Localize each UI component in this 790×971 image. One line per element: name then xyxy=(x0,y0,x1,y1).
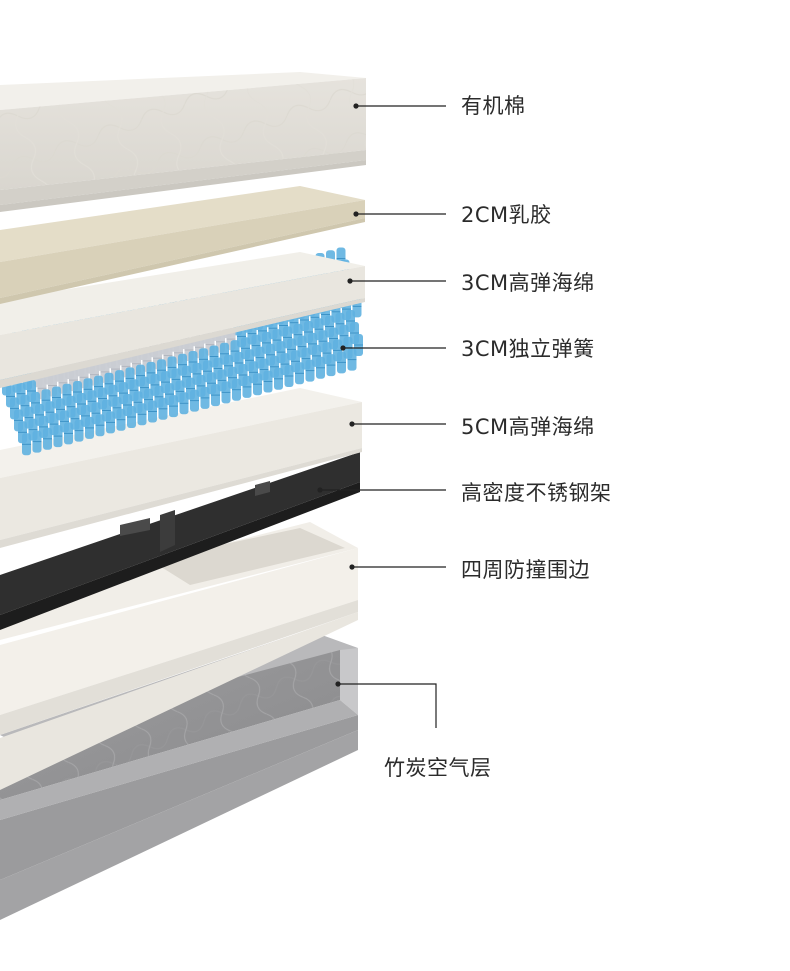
leader-dot xyxy=(353,211,359,217)
leader-dot xyxy=(349,421,355,427)
leader-lines xyxy=(317,103,446,728)
leader-dot xyxy=(340,345,346,351)
layer-border xyxy=(0,522,358,790)
layer-foam-top xyxy=(0,252,365,388)
label-border: 四周防撞围边 xyxy=(461,558,590,582)
label-steel-frame: 高密度不锈钢架 xyxy=(461,481,612,505)
label-organic-cotton: 有机棉 xyxy=(461,94,526,118)
label-foam-top: 3CM高弹海绵 xyxy=(461,271,595,295)
leader-line xyxy=(338,683,437,728)
leader-dot xyxy=(349,564,355,570)
leader-dot xyxy=(353,103,359,109)
label-foam-bottom: 5CM高弹海绵 xyxy=(461,415,595,439)
layer-steel-frame xyxy=(0,452,360,630)
leader-dot xyxy=(317,487,323,493)
layer-organic-cotton xyxy=(0,72,366,212)
layer-latex xyxy=(0,186,365,304)
leader-dot xyxy=(347,278,353,284)
label-air-layer: 竹炭空气层 xyxy=(384,756,492,780)
label-latex: 2CM乳胶 xyxy=(461,203,552,227)
layer-foam-bottom xyxy=(0,388,362,548)
leader-dot xyxy=(335,681,341,687)
label-springs: 3CM独立弹簧 xyxy=(461,337,595,361)
